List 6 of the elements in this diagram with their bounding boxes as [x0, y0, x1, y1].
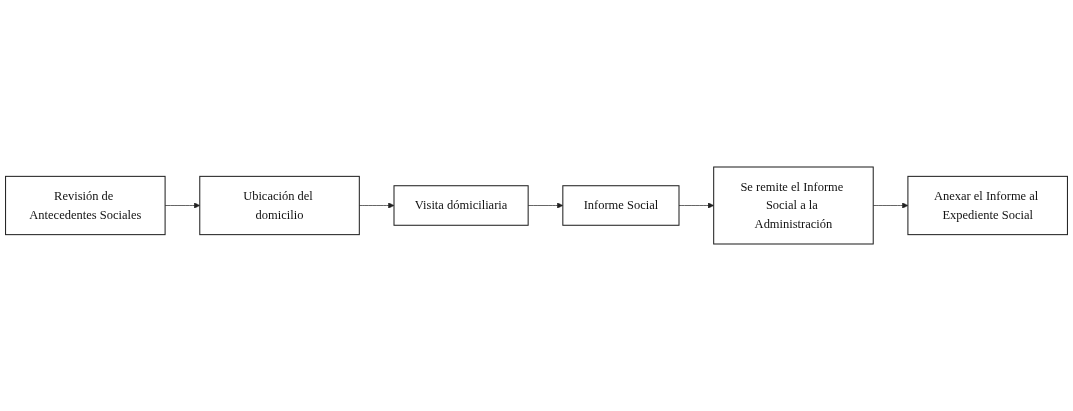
node-box: Revisión de Antecedentes Sociales [5, 175, 166, 236]
node-box: Informe Social [562, 185, 680, 226]
node-box: Visita dómiciliaria [393, 185, 529, 226]
node-box: Ubicación del domicilio [199, 175, 360, 236]
node-box: Anexar el Informe al Expediente Social [907, 175, 1068, 236]
node-box: Se remite el Informe Social a la Administración [713, 166, 874, 245]
